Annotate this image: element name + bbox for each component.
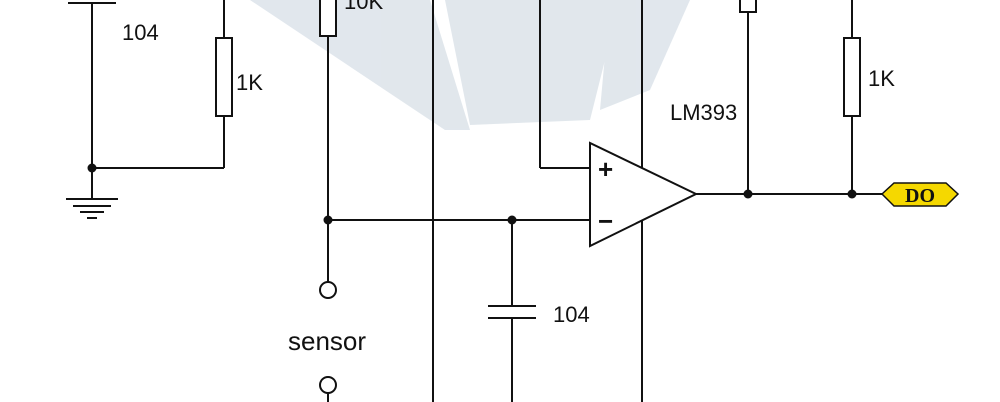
resistor-right [843, 37, 861, 117]
resistor-pullup-stub [739, 0, 757, 13]
comparator-triangle [589, 141, 699, 248]
sensor-label: sensor [288, 326, 366, 356]
cap-bottom-label: 104 [553, 302, 590, 327]
comparator-label: LM393 [670, 100, 737, 125]
output-tag [880, 182, 960, 207]
comparator-plus: + [598, 154, 613, 184]
resistor-left [215, 37, 233, 117]
sensor-terminal-bottom [319, 376, 337, 394]
res-left-label: 1K [236, 70, 263, 95]
res-right-label: 1K [868, 66, 895, 91]
output-tag-label: DO [905, 185, 935, 207]
res-top-mid-label: 10K [344, 0, 383, 14]
resistor-top-mid [319, 0, 337, 37]
watermark [250, 0, 690, 130]
junction-sensor [323, 215, 333, 225]
comparator-minus: − [598, 206, 613, 236]
cap-top-left-label: 104 [122, 20, 159, 45]
junction-left [87, 163, 97, 173]
sensor-terminal-top [319, 281, 337, 299]
ground-icon [66, 198, 118, 219]
